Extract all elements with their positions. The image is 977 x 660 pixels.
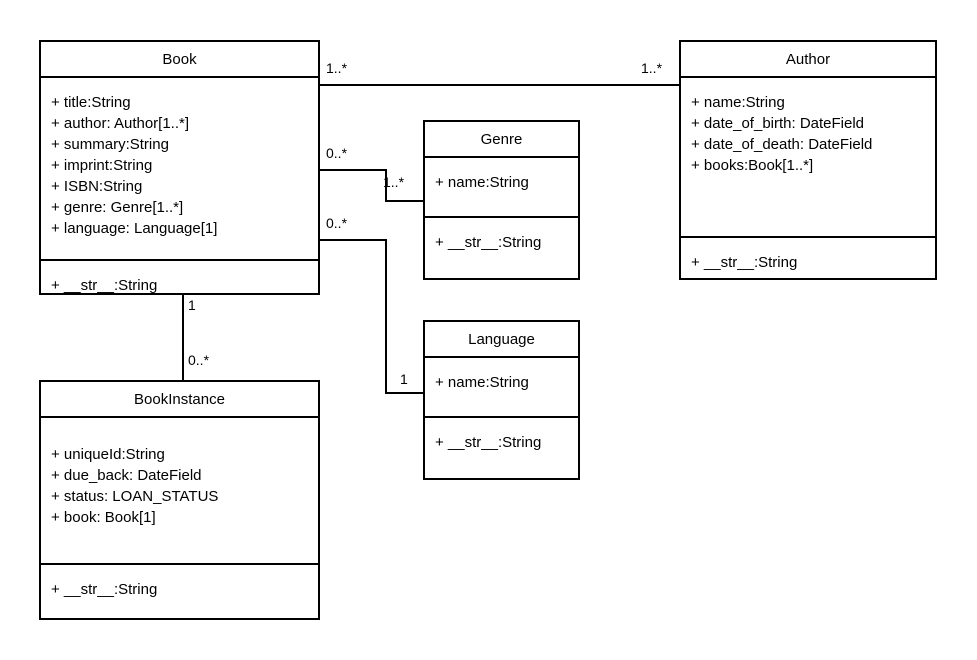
attribute-row: + name:String: [435, 374, 529, 391]
multiplicity-book-author-target: 1..*: [641, 60, 663, 76]
class-box-bookinstance[interactable]: BookInstance + uniqueId:String + due_bac…: [39, 380, 320, 620]
attribute-row: + due_back: DateField: [51, 467, 202, 484]
class-box-genre[interactable]: Genre + name:String + __str__:String: [423, 120, 580, 280]
method-row: + __str__:String: [691, 254, 798, 271]
class-methods-language: + __str__:String: [425, 418, 578, 453]
attribute-row: + date_of_birth: DateField: [691, 115, 865, 132]
attribute-row: + date_of_death: DateField: [691, 136, 873, 153]
class-title-genre: Genre: [425, 122, 578, 158]
class-attributes-language: + name:String: [425, 358, 578, 418]
attribute-row: + status: LOAN_STATUS: [51, 488, 219, 505]
method-row: + __str__:String: [435, 234, 542, 251]
class-methods-bookinstance: + __str__:String: [41, 565, 318, 600]
attribute-row: + summary:String: [51, 136, 169, 153]
class-box-language[interactable]: Language + name:String + __str__:String: [423, 320, 580, 480]
association-line-book-genre-seg2: [385, 169, 387, 202]
association-line-book-language-seg1: [320, 239, 387, 241]
method-row: + __str__:String: [51, 277, 158, 294]
attribute-row: + book: Book[1]: [51, 509, 156, 526]
attribute-row: + name:String: [691, 94, 785, 111]
association-line-book-language-seg2: [385, 239, 387, 394]
multiplicity-book-bookinstance-target: 0..*: [188, 352, 210, 368]
multiplicity-book-author-source: 1..*: [326, 60, 348, 76]
attribute-row: + uniqueId:String: [51, 446, 165, 463]
multiplicity-book-language-target: 1: [400, 371, 408, 387]
class-title-bookinstance: BookInstance: [41, 382, 318, 418]
association-line-book-bookinstance: [182, 295, 184, 380]
class-title-book: Book: [41, 42, 318, 78]
class-methods-author: + __str__:String: [681, 238, 935, 273]
attribute-row: + name:String: [435, 174, 529, 191]
multiplicity-book-bookinstance-source: 1: [188, 297, 196, 313]
attribute-row: + books:Book[1..*]: [691, 157, 814, 174]
attribute-row: + title:String: [51, 94, 131, 111]
class-attributes-author: + name:String + date_of_birth: DateField…: [681, 78, 935, 238]
class-title-author: Author: [681, 42, 935, 78]
method-row: + __str__:String: [435, 434, 542, 451]
attribute-row: + author: Author[1..*]: [51, 115, 190, 132]
association-line-book-genre-seg3: [385, 200, 423, 202]
association-line-book-author: [320, 84, 679, 86]
class-methods-book: + __str__:String: [41, 261, 318, 296]
class-title-language: Language: [425, 322, 578, 358]
method-row: + __str__:String: [51, 581, 158, 598]
class-attributes-book: + title:String + author: Author[1..*] + …: [41, 78, 318, 261]
attribute-row: + imprint:String: [51, 157, 153, 174]
association-line-book-genre-seg1: [320, 169, 387, 171]
multiplicity-book-genre-source: 0..*: [326, 145, 348, 161]
attribute-row: + ISBN:String: [51, 178, 143, 195]
attribute-row: + genre: Genre[1..*]: [51, 199, 184, 216]
multiplicity-book-language-source: 0..*: [326, 215, 348, 231]
class-attributes-genre: + name:String: [425, 158, 578, 218]
multiplicity-book-genre-target: 1..*: [383, 174, 405, 190]
attribute-row: + language: Language[1]: [51, 220, 218, 237]
class-attributes-bookinstance: + uniqueId:String + due_back: DateField …: [41, 418, 318, 565]
class-box-author[interactable]: Author + name:String + date_of_birth: Da…: [679, 40, 937, 280]
association-line-book-language-seg3: [385, 392, 423, 394]
class-methods-genre: + __str__:String: [425, 218, 578, 253]
class-box-book[interactable]: Book + title:String + author: Author[1..…: [39, 40, 320, 295]
